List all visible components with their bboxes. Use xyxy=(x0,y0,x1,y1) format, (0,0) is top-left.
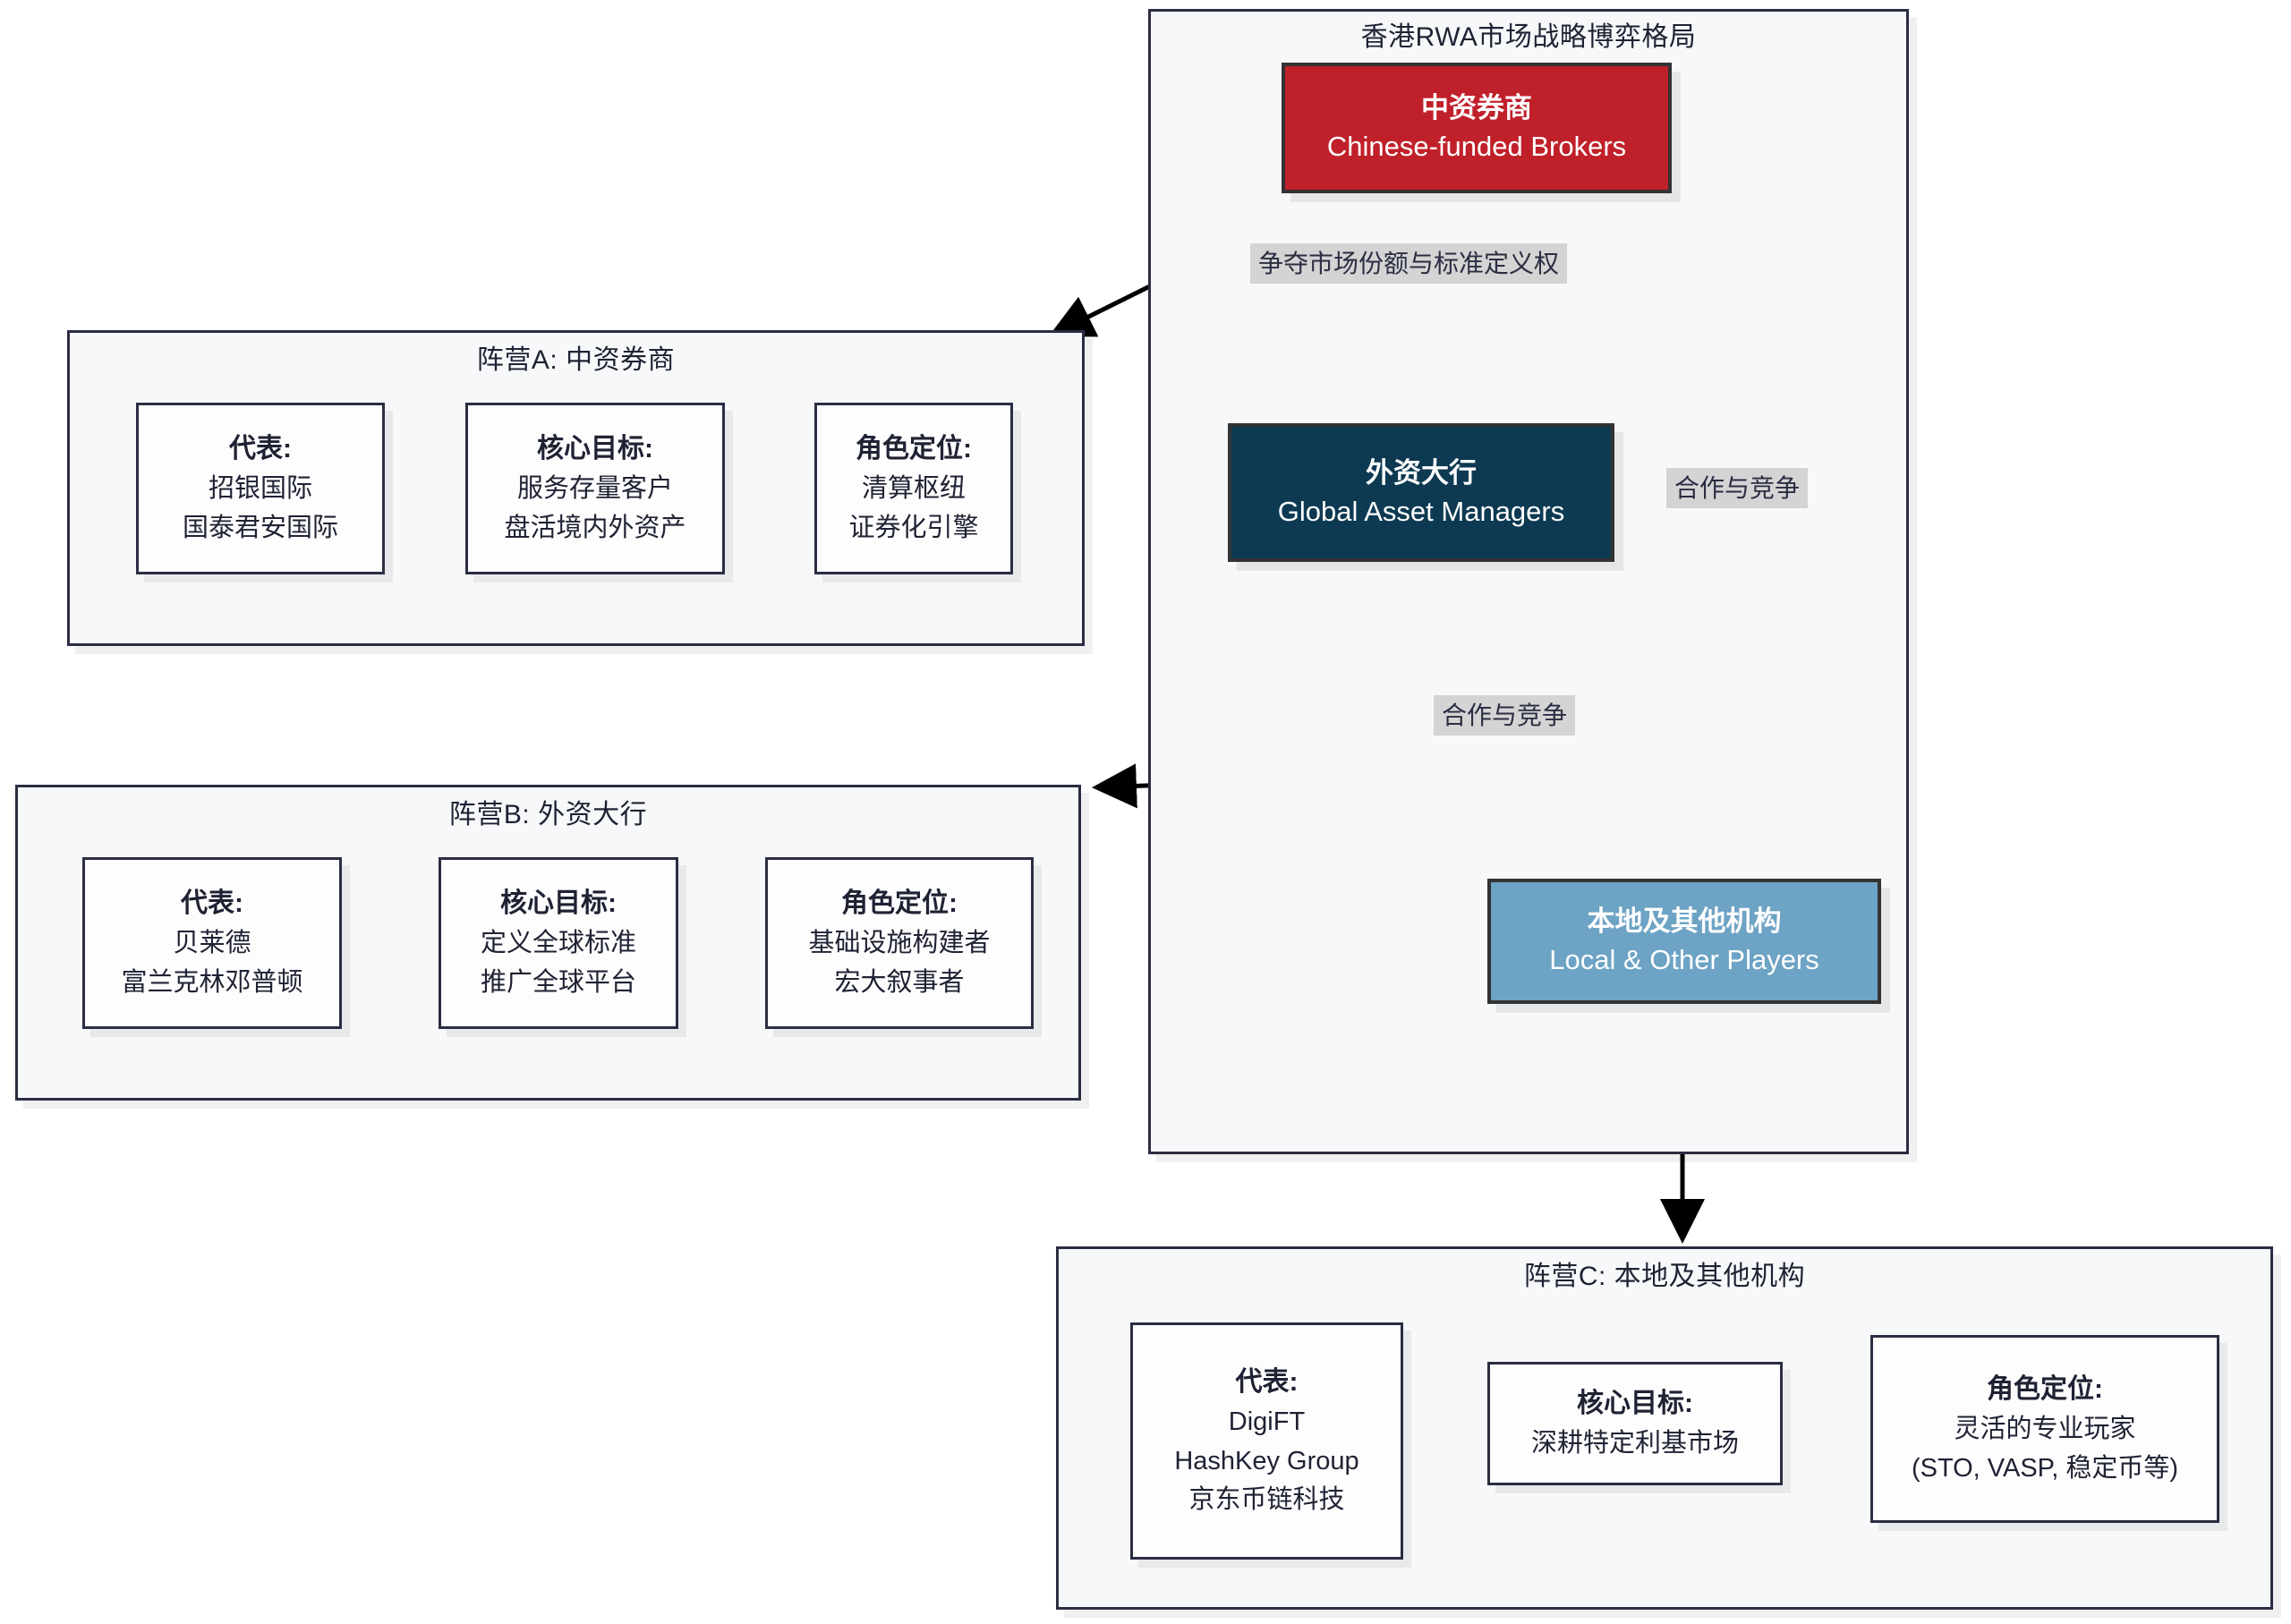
card-line: 深耕特定利基市场 xyxy=(1530,1429,1739,1458)
card-line: 国泰君安国际 xyxy=(182,513,338,542)
card-line: 推广全球平台 xyxy=(480,967,636,997)
card-head: 代表: xyxy=(1235,1366,1299,1397)
node-local-en: Local & Other Players xyxy=(1549,944,1819,976)
cluster-c-card-2: 角色定位: 灵活的专业玩家 (STO, VASP, 稳定币等) xyxy=(1870,1335,2219,1523)
card-line: 京东币链科技 xyxy=(1188,1485,1345,1514)
card-line: 定义全球标准 xyxy=(480,929,636,958)
card-head: 核心目标: xyxy=(500,888,617,918)
card-line: 证券化引擎 xyxy=(848,513,979,542)
cluster-a-card-2: 角色定位: 清算枢纽 证券化引擎 xyxy=(814,403,1013,574)
cluster-a-title: 阵营A: 中资券商 xyxy=(476,345,676,375)
diagram-title: 香港RWA市场战略博弈格局 xyxy=(1360,22,1697,52)
node-chinese-funded-brokers[interactable]: 中资券商 Chinese-funded Brokers xyxy=(1282,63,1672,193)
card-head: 核心目标: xyxy=(1577,1388,1693,1418)
card-head: 核心目标: xyxy=(537,433,653,463)
card-line: 服务存量客户 xyxy=(516,474,673,504)
card-line: 贝莱德 xyxy=(173,929,251,958)
node-local-cn: 本地及其他机构 xyxy=(1587,906,1782,938)
cluster-b-title: 阵营B: 外资大行 xyxy=(448,800,648,829)
cluster-c-title: 阵营C: 本地及其他机构 xyxy=(1523,1262,1806,1291)
card-head: 角色定位: xyxy=(1987,1373,2103,1404)
card-head: 角色定位: xyxy=(856,433,972,463)
card-line: 基础设施构建者 xyxy=(808,929,991,958)
card-line: 招银国际 xyxy=(208,474,312,504)
edge-label-compete: 争夺市场份额与标准定义权 xyxy=(1250,243,1568,284)
node-local-other-players[interactable]: 本地及其他机构 Local & Other Players xyxy=(1487,879,1881,1004)
card-line: 宏大叙事者 xyxy=(834,967,965,997)
cluster-a-card-0: 代表: 招银国际 国泰君安国际 xyxy=(136,403,385,574)
card-line: 盘活境内外资产 xyxy=(504,513,686,542)
card-line: 清算枢纽 xyxy=(861,474,966,504)
cluster-b-card-0: 代表: 贝莱德 富兰克林邓普顿 xyxy=(82,857,342,1029)
edge-label-coop-mid: 合作与竞争 xyxy=(1434,695,1576,735)
card-head: 代表: xyxy=(229,433,292,463)
card-line: 灵活的专业玩家 xyxy=(1954,1415,2136,1444)
cluster-b-card-2: 角色定位: 基础设施构建者 宏大叙事者 xyxy=(765,857,1034,1029)
card-line: 富兰克林邓普顿 xyxy=(121,967,303,997)
cluster-a-card-1: 核心目标: 服务存量客户 盘活境内外资产 xyxy=(465,403,725,574)
node-global-asset-managers[interactable]: 外资大行 Global Asset Managers xyxy=(1228,423,1614,562)
cluster-c-card-0: 代表: DigiFT HashKey Group 京东币链科技 xyxy=(1130,1322,1403,1560)
card-head: 角色定位: xyxy=(841,888,958,918)
edge-label-coop-right: 合作与竞争 xyxy=(1666,468,1809,508)
node-brokers-en: Chinese-funded Brokers xyxy=(1326,131,1627,163)
cluster-b-card-1: 核心目标: 定义全球标准 推广全球平台 xyxy=(439,857,678,1029)
cluster-c-card-1: 核心目标: 深耕特定利基市场 xyxy=(1487,1362,1783,1485)
card-line: (STO, VASP, 稳定币等) xyxy=(1911,1453,2179,1483)
node-global-en: Global Asset Managers xyxy=(1277,495,1565,527)
card-head: 代表: xyxy=(181,888,243,918)
card-line: DigiFT xyxy=(1228,1407,1306,1436)
card-line: HashKey Group xyxy=(1174,1446,1359,1475)
node-global-cn: 外资大行 xyxy=(1366,456,1477,489)
node-brokers-cn: 中资券商 xyxy=(1421,92,1532,124)
